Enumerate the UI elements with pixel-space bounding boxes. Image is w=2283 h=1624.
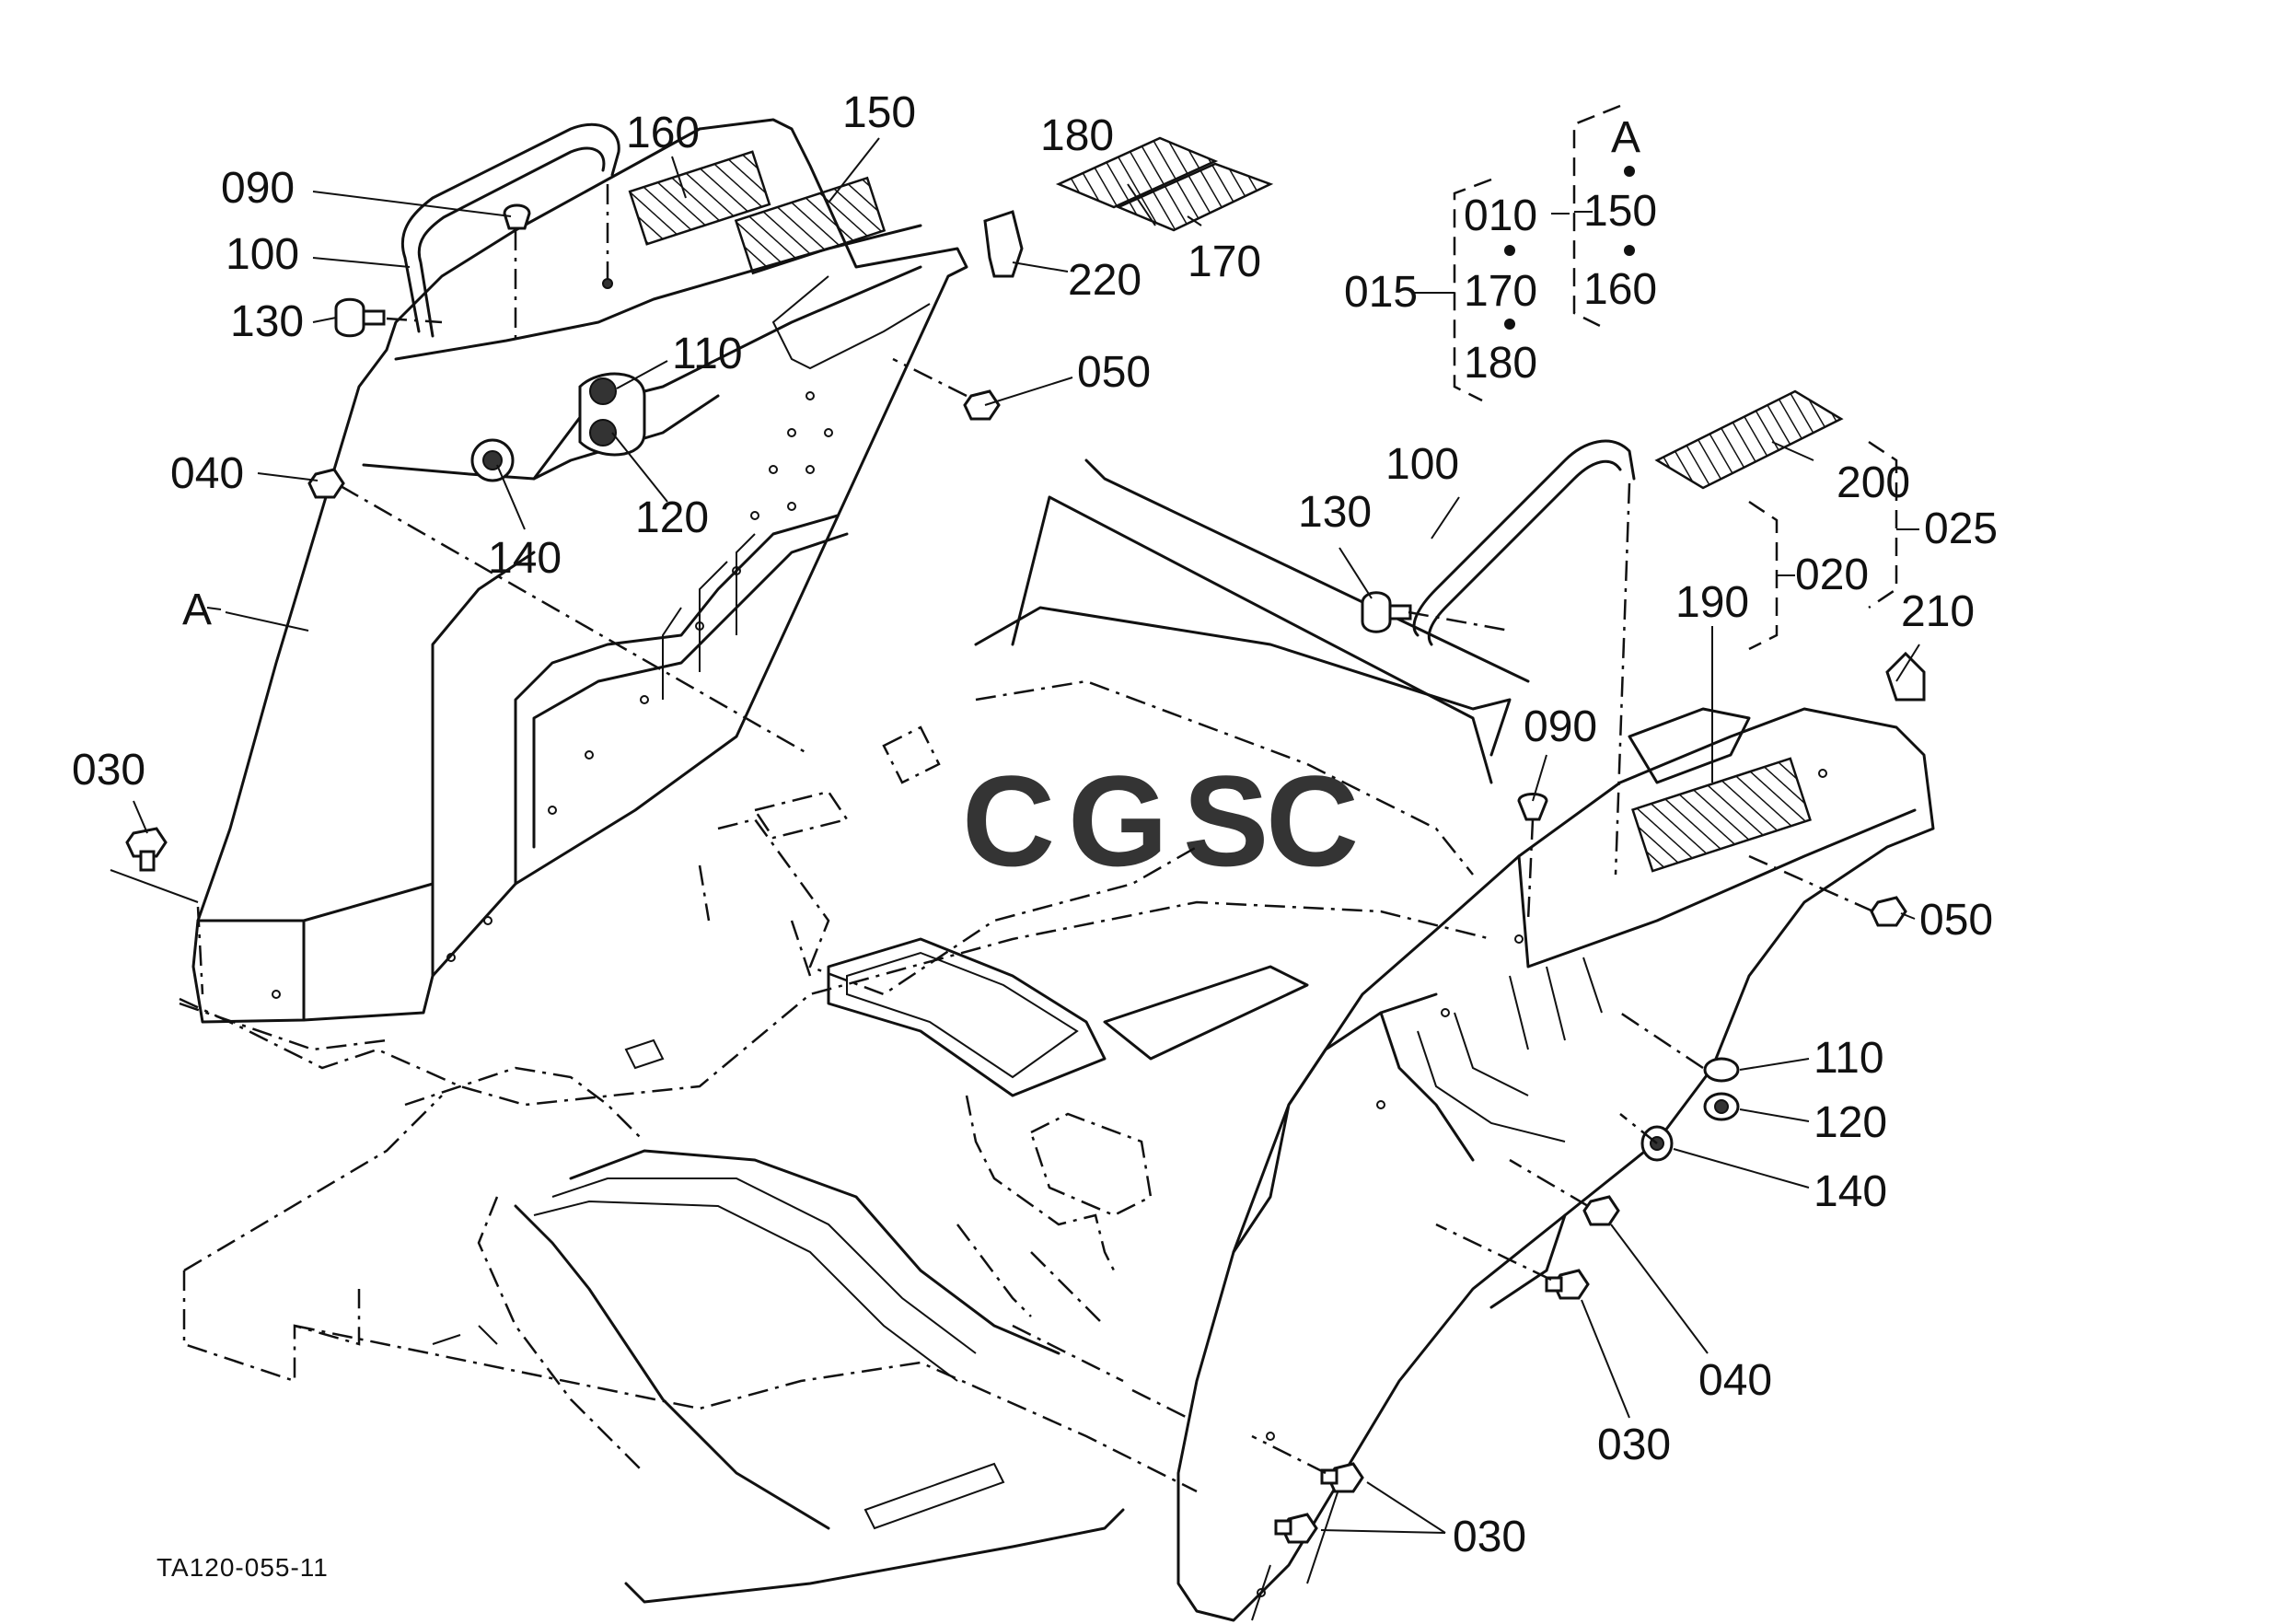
floating-decals xyxy=(1055,136,1844,490)
callout-050-left: 050 xyxy=(1077,348,1151,397)
callout-190: 190 xyxy=(1675,578,1749,627)
callout-100-left: 100 xyxy=(226,230,299,279)
right-fender xyxy=(1176,707,1935,1622)
callout-130-right: 130 xyxy=(1298,488,1372,537)
callout-A-left: A xyxy=(182,586,212,634)
callout-200: 200 xyxy=(1837,458,1910,507)
right-hardware xyxy=(1251,651,1926,1544)
callout-090-left: 090 xyxy=(221,164,295,213)
callout-020: 020 xyxy=(1795,551,1869,599)
watermark-letter: S xyxy=(1183,748,1269,893)
kit-group-brackets xyxy=(1436,104,1919,651)
kit-inner-label: A xyxy=(1611,113,1640,162)
kit-outer-item: 170 xyxy=(1464,267,1537,316)
callout-labels: 090 100 130 160 150 180 170 220 110 050 … xyxy=(72,88,1998,1561)
callout-110-right: 110 xyxy=(1814,1034,1884,1083)
callout-120-left: 120 xyxy=(635,493,709,542)
callout-120-right: 120 xyxy=(1814,1098,1887,1147)
callout-040-left: 040 xyxy=(170,449,244,498)
callout-150-left: 150 xyxy=(842,88,916,137)
callout-030-right: 030 xyxy=(1597,1421,1671,1469)
watermark-letter: C xyxy=(962,748,1055,893)
kit-outer-label: 015 xyxy=(1344,268,1418,317)
right-grab-handle xyxy=(1361,439,1636,922)
kit-inner-item: 150 xyxy=(1583,187,1657,236)
left-fender xyxy=(191,118,968,1024)
floor-body xyxy=(179,458,1530,1604)
callout-025: 025 xyxy=(1924,505,1998,553)
callout-040-right: 040 xyxy=(1698,1356,1772,1405)
left-grab-handle xyxy=(400,122,620,341)
callout-170: 170 xyxy=(1188,238,1261,286)
watermark: C G S C xyxy=(962,748,1359,893)
callout-220: 220 xyxy=(1068,256,1142,305)
callout-210: 210 xyxy=(1901,587,1975,636)
callout-130-left: 130 xyxy=(230,297,304,346)
callout-140-left: 140 xyxy=(488,534,562,583)
kit-outer-item: 010 xyxy=(1464,191,1537,240)
callout-030-left: 030 xyxy=(72,746,145,795)
kit-group: 015 010 170 180 A 150 160 xyxy=(1344,113,1657,388)
kit-outer-item: 180 xyxy=(1464,339,1537,388)
leader-lines xyxy=(133,137,1920,1534)
callout-180: 180 xyxy=(1040,111,1114,160)
kit-inner-item: 160 xyxy=(1583,265,1657,314)
callout-100-right: 100 xyxy=(1385,440,1459,489)
callout-030-bottom: 030 xyxy=(1453,1513,1526,1561)
watermark-letter: G xyxy=(1068,748,1168,893)
callout-050-right: 050 xyxy=(1919,896,1993,945)
callout-110-left: 110 xyxy=(672,330,743,378)
callout-140-right: 140 xyxy=(1814,1167,1887,1216)
callout-090-right: 090 xyxy=(1524,702,1597,751)
watermark-letter: C xyxy=(1266,748,1359,893)
callout-160-left: 160 xyxy=(626,109,700,157)
figure-code: TA120-055-11 xyxy=(156,1553,329,1582)
